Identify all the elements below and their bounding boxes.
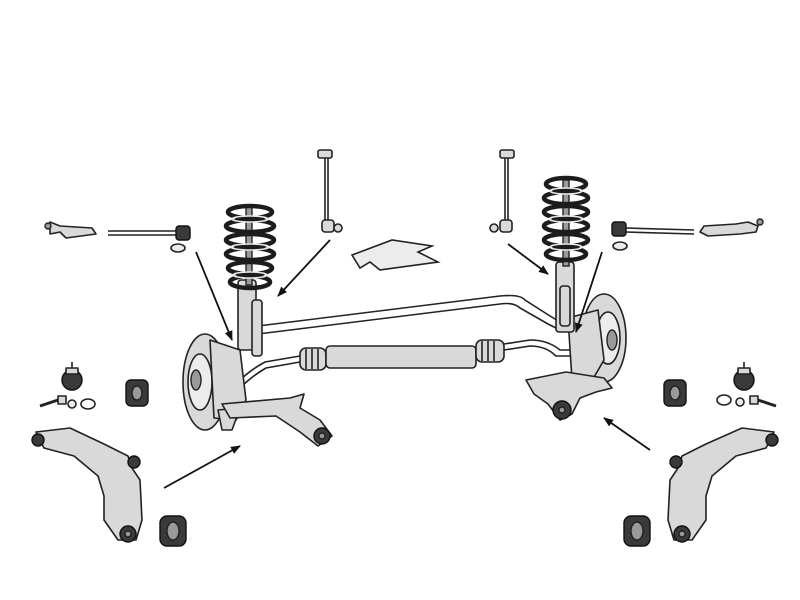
right-bushing (663, 379, 687, 407)
left-tie-rod-end (44, 221, 97, 239)
left-lower-arm-mounted (221, 393, 333, 447)
arrow-tie-rod-to-hub-left (195, 251, 233, 341)
right-loose-control-arm (667, 427, 779, 543)
right-ball-joint (733, 362, 755, 391)
right-strut-assembly (541, 175, 591, 333)
left-coil-spring (223, 203, 277, 291)
rack-boot-right (475, 339, 505, 363)
left-bolt-kit (39, 395, 96, 410)
right-lower-arm-mounted (525, 371, 613, 421)
direction-arrow (350, 239, 441, 271)
right-inner-tie-rod (611, 221, 695, 251)
right-loose-stabilizer-link (489, 149, 515, 233)
left-loose-stabilizer-link (317, 149, 343, 233)
left-stabilizer-link (251, 299, 263, 357)
stabilizer-bar (254, 294, 561, 335)
left-loose-control-arm (31, 427, 143, 543)
left-ball-joint (61, 362, 83, 391)
steering-rack (237, 339, 578, 389)
pointer-arrows (163, 239, 651, 489)
left-hub-assembly (182, 333, 247, 431)
arrow-link-to-strut-right (507, 243, 549, 275)
right-tie-rod-end (699, 218, 764, 237)
left-bushing (125, 379, 149, 407)
right-stabilizer-link (559, 285, 571, 327)
right-bolt-kit (716, 394, 777, 408)
left-inner-tie-rod (108, 225, 191, 253)
arrow-tie-rod-to-hub-right (574, 251, 603, 333)
left-strut-assembly (223, 203, 277, 357)
right-hub-assembly (567, 293, 627, 385)
rack-boot-left (299, 347, 327, 371)
right-coil-spring (541, 175, 591, 263)
arrow-arm-to-mount-right (603, 417, 651, 451)
rack-housing (325, 345, 477, 369)
arrow-arm-to-mount-left (163, 445, 241, 489)
right-loose-bushing (623, 515, 651, 547)
left-loose-bushing (159, 515, 187, 547)
arrow-link-to-strut-left (277, 239, 331, 297)
